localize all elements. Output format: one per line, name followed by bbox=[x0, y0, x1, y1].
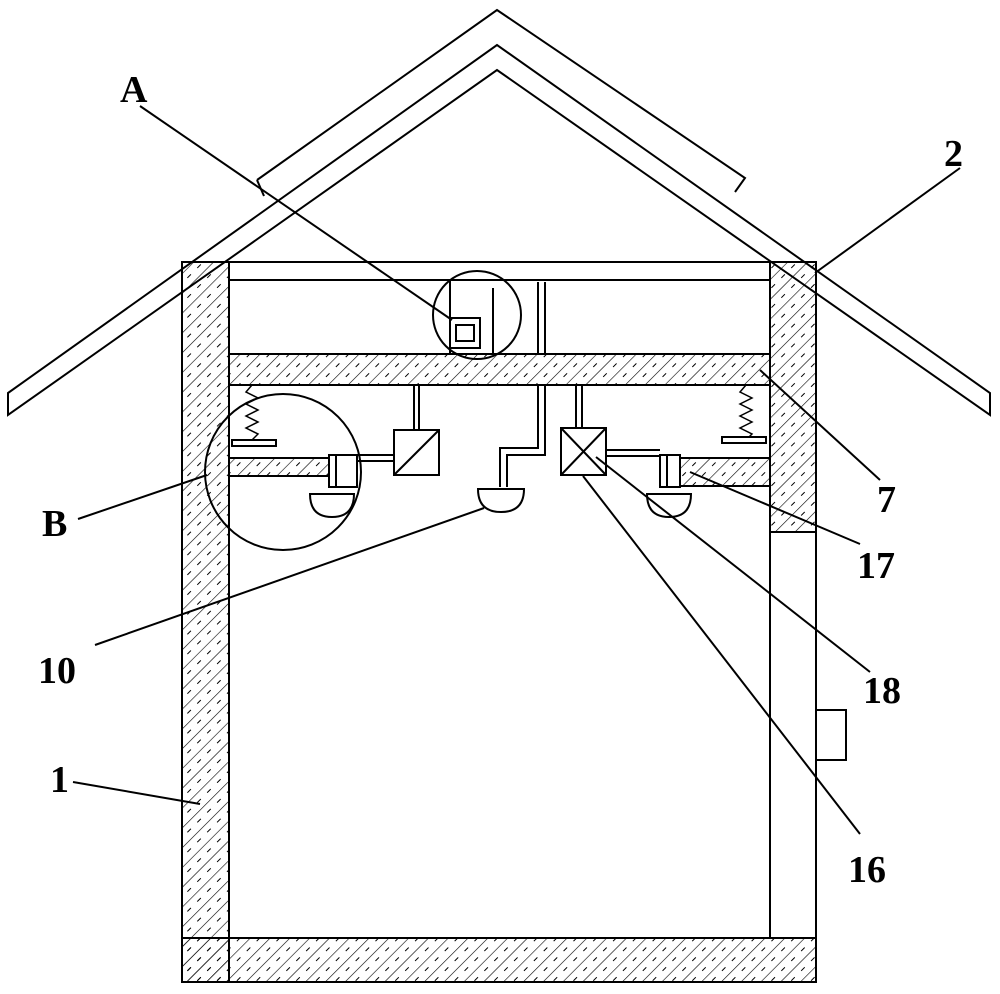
label-7: 7 bbox=[877, 479, 896, 521]
ceiling-plate bbox=[228, 353, 771, 386]
center-pipe-right bbox=[506, 385, 546, 487]
leader-10 bbox=[94, 507, 485, 646]
door-column bbox=[769, 531, 817, 939]
left-bracket bbox=[328, 454, 358, 488]
right-spring bbox=[738, 384, 754, 441]
right-bracket bbox=[659, 454, 681, 488]
top-beam bbox=[228, 261, 771, 281]
label-10: 10 bbox=[38, 650, 76, 692]
leader-7 bbox=[759, 369, 881, 481]
right-valve-diag-2 bbox=[560, 427, 607, 476]
leader-lines bbox=[72, 105, 961, 835]
label-1: 1 bbox=[50, 759, 69, 801]
label-16: 16 bbox=[848, 849, 886, 891]
right-hspring bbox=[671, 457, 771, 487]
motor-icon bbox=[449, 317, 481, 349]
leader-16 bbox=[582, 475, 861, 835]
leader-2 bbox=[814, 167, 961, 274]
leader-18 bbox=[595, 456, 871, 673]
right-wall-upper bbox=[769, 261, 817, 533]
center-pipe bbox=[476, 385, 546, 514]
left-spring bbox=[244, 384, 260, 441]
left-valve-diagonal bbox=[393, 429, 440, 476]
roof-ridge-cap bbox=[256, 8, 747, 193]
center-pipe-left bbox=[499, 385, 539, 487]
leader-b bbox=[77, 474, 208, 520]
motor-inner bbox=[455, 324, 475, 342]
left-hspring bbox=[228, 457, 330, 477]
labels: A 2 7 B 17 10 18 1 16 bbox=[38, 69, 963, 891]
detail-circle-a bbox=[432, 270, 522, 360]
roof-panel bbox=[7, 43, 991, 417]
left-lamp bbox=[308, 493, 356, 519]
left-mechanism bbox=[204, 384, 440, 551]
label-2: 2 bbox=[944, 133, 963, 175]
detail-circle-b bbox=[204, 393, 362, 551]
door-handle bbox=[815, 709, 847, 761]
label-18: 18 bbox=[863, 670, 901, 712]
leader-a bbox=[139, 105, 453, 321]
label-a: A bbox=[120, 69, 148, 111]
house-body bbox=[181, 261, 847, 983]
right-spring-plate bbox=[721, 436, 767, 444]
right-mechanism bbox=[560, 384, 771, 519]
left-wall bbox=[181, 261, 230, 983]
right-lamp bbox=[645, 493, 693, 519]
floor bbox=[181, 937, 817, 983]
leader-17 bbox=[689, 471, 861, 545]
label-b: B bbox=[42, 503, 67, 545]
label-17: 17 bbox=[857, 545, 895, 587]
motor-assembly bbox=[432, 270, 546, 360]
leader-1 bbox=[72, 781, 201, 805]
left-spring-plate bbox=[231, 439, 277, 447]
center-lamp bbox=[476, 488, 526, 514]
